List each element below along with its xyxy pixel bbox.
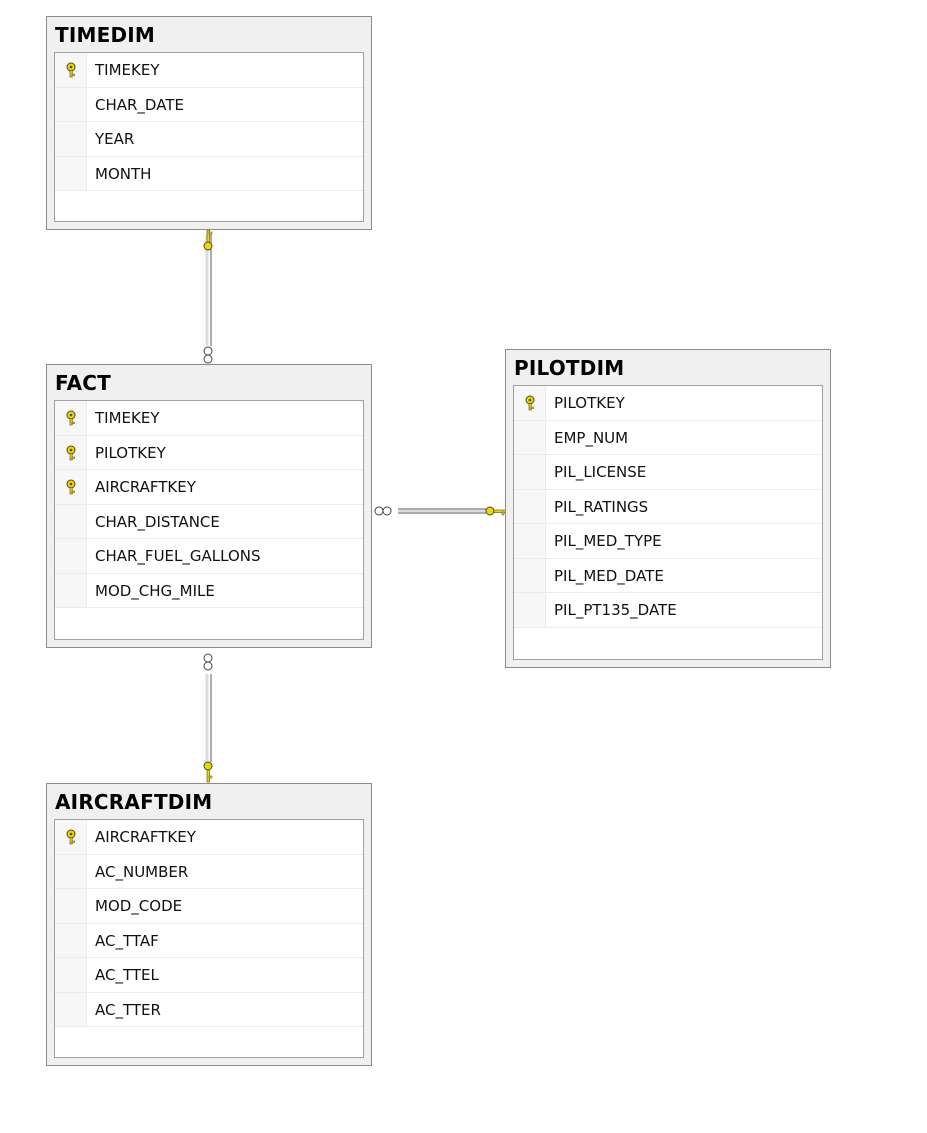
table-title: TIMEDIM bbox=[55, 23, 155, 47]
primary-key-icon bbox=[64, 479, 78, 495]
column-name: PILOTKEY bbox=[95, 443, 166, 462]
primary-key-icon bbox=[64, 62, 78, 78]
column-name: PIL_MED_DATE bbox=[554, 566, 664, 585]
column-list: AIRCRAFTKEY AC_NUMBER MOD_CODE AC_TTAF A… bbox=[54, 819, 364, 1058]
column-row[interactable]: PILOTKEY bbox=[514, 386, 822, 421]
column-row[interactable]: CHAR_FUEL_GALLONS bbox=[55, 539, 363, 574]
column-list: TIMEKEY CHAR_DATE YEAR MONTH bbox=[54, 52, 364, 222]
column-row[interactable]: PIL_MED_DATE bbox=[514, 558, 822, 593]
column-row[interactable]: PILOTKEY bbox=[55, 435, 363, 470]
column-row[interactable]: TIMEKEY bbox=[55, 53, 363, 88]
column-name: AIRCRAFTKEY bbox=[95, 828, 196, 846]
column-row[interactable]: AC_NUMBER bbox=[55, 854, 363, 889]
column-name: PIL_RATINGS bbox=[554, 497, 649, 516]
key-icon bbox=[485, 506, 507, 516]
column-name: PIL_LICENSE bbox=[554, 463, 647, 481]
column-row[interactable]: AC_TTEL bbox=[55, 958, 363, 993]
column-name: AC_NUMBER bbox=[95, 862, 189, 881]
column-name: PIL_MED_TYPE bbox=[554, 532, 662, 550]
column-row[interactable]: AIRCRAFTKEY bbox=[55, 470, 363, 505]
column-name: YEAR bbox=[95, 130, 135, 148]
table-pilotdim[interactable]: PILOTDIM PILOTKEY EMP_NUM PIL_LICENSE PI… bbox=[505, 349, 831, 668]
column-row[interactable]: TIMEKEY bbox=[55, 401, 363, 436]
column-row[interactable]: PIL_PT135_DATE bbox=[514, 593, 822, 628]
column-row[interactable]: EMP_NUM bbox=[514, 420, 822, 455]
column-name: EMP_NUM bbox=[554, 428, 629, 447]
column-name: MOD_CHG_MILE bbox=[95, 581, 215, 600]
column-row[interactable]: AIRCRAFTKEY bbox=[55, 820, 363, 855]
table-title: PILOTDIM bbox=[514, 356, 625, 380]
column-row[interactable]: AC_TTAF bbox=[55, 923, 363, 958]
column-row[interactable]: PIL_MED_TYPE bbox=[514, 524, 822, 559]
column-name: AC_TTEL bbox=[95, 966, 159, 984]
many-end-icon bbox=[374, 506, 392, 516]
relationship-aircraftdim-fact[interactable] bbox=[203, 653, 213, 783]
relationship-timedim-fact[interactable] bbox=[203, 229, 213, 364]
column-name: TIMEKEY bbox=[95, 61, 160, 79]
primary-key-icon bbox=[64, 410, 78, 426]
column-row[interactable]: YEAR bbox=[55, 122, 363, 157]
primary-key-icon bbox=[523, 395, 537, 411]
column-name: MONTH bbox=[95, 164, 152, 183]
primary-key-icon bbox=[64, 445, 78, 461]
relationship-pilotdim-fact[interactable] bbox=[374, 506, 507, 516]
column-list: TIMEKEY PILOTKEY AIRCRAFTKEY CHAR_DISTAN… bbox=[54, 400, 364, 640]
many-end-icon bbox=[203, 653, 213, 671]
column-name: MOD_CODE bbox=[95, 897, 183, 915]
table-fact[interactable]: FACT TIMEKEY PILOTKEY AIRCRAFTKEY CHAR_D… bbox=[46, 364, 372, 648]
column-row[interactable]: AC_TTER bbox=[55, 992, 363, 1027]
column-row[interactable]: MOD_CODE bbox=[55, 889, 363, 924]
table-title: AIRCRAFTDIM bbox=[55, 790, 213, 814]
many-end-icon bbox=[203, 346, 213, 364]
column-name: CHAR_FUEL_GALLONS bbox=[95, 547, 261, 565]
column-row[interactable]: CHAR_DISTANCE bbox=[55, 504, 363, 539]
table-aircraftdim[interactable]: AIRCRAFTDIM AIRCRAFTKEY AC_NUMBER MOD_CO… bbox=[46, 783, 372, 1066]
key-icon bbox=[203, 229, 213, 251]
column-name: CHAR_DATE bbox=[95, 95, 184, 114]
table-timedim[interactable]: TIMEDIM TIMEKEY CHAR_DATE YEAR MONTH bbox=[46, 16, 372, 230]
column-row[interactable]: PIL_RATINGS bbox=[514, 489, 822, 524]
column-name: PILOTKEY bbox=[554, 394, 625, 412]
column-name: CHAR_DISTANCE bbox=[95, 512, 220, 531]
key-icon bbox=[203, 761, 213, 783]
column-list: PILOTKEY EMP_NUM PIL_LICENSE PIL_RATINGS… bbox=[513, 385, 823, 660]
column-row[interactable]: PIL_LICENSE bbox=[514, 455, 822, 490]
table-title: FACT bbox=[55, 371, 111, 395]
column-row[interactable]: MOD_CHG_MILE bbox=[55, 573, 363, 608]
column-name: TIMEKEY bbox=[95, 409, 160, 427]
column-name: AC_TTER bbox=[95, 1000, 161, 1019]
column-name: PIL_PT135_DATE bbox=[554, 601, 677, 619]
primary-key-icon bbox=[64, 829, 78, 845]
column-name: AC_TTAF bbox=[95, 931, 159, 950]
column-row[interactable]: CHAR_DATE bbox=[55, 87, 363, 122]
column-row[interactable]: MONTH bbox=[55, 156, 363, 191]
column-name: AIRCRAFTKEY bbox=[95, 478, 196, 496]
